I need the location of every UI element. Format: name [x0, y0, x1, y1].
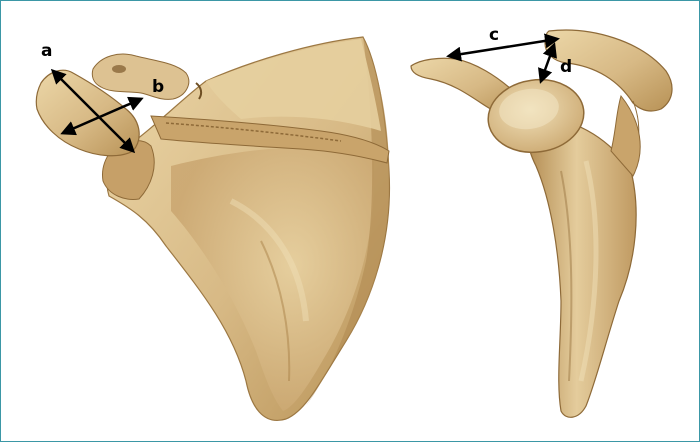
scapula-posterior-view	[36, 37, 389, 420]
label-c: c	[489, 27, 499, 44]
label-a: a	[41, 43, 52, 60]
label-b: b	[152, 79, 164, 96]
coracoid-process	[92, 54, 188, 99]
arrow-c	[449, 39, 557, 56]
label-d: d	[560, 59, 572, 76]
scapula-lateral-view	[411, 30, 672, 417]
